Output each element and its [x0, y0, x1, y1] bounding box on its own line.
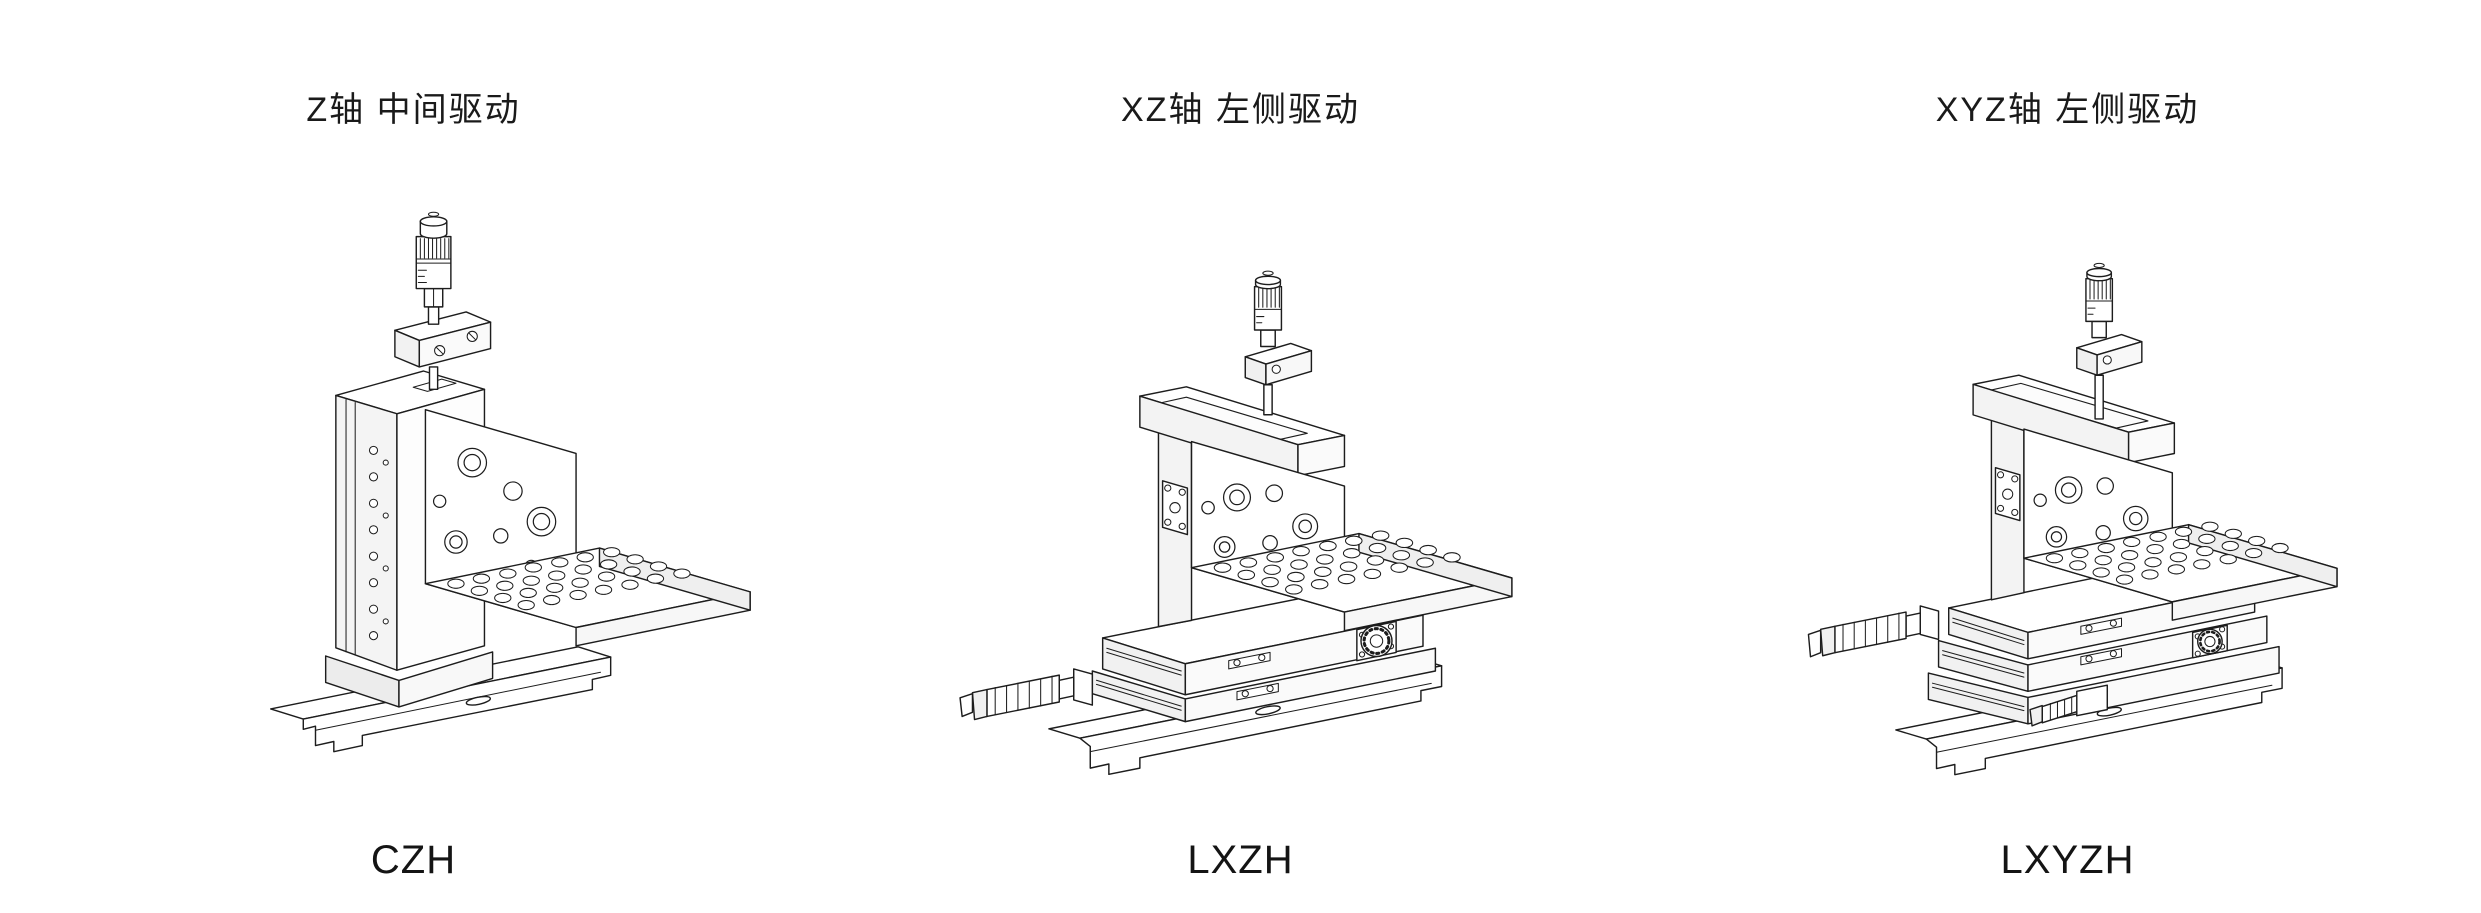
platform-hole-grid	[447, 546, 691, 610]
y-stage-slab	[1938, 614, 2268, 692]
figure-title: XZ轴 左侧驱动	[1121, 91, 1360, 129]
left-micrometer	[959, 667, 1094, 720]
base-rail	[270, 645, 612, 752]
platform-hole-grid	[1213, 529, 1461, 595]
z-rail-carriage	[1991, 417, 2026, 601]
product-figure-lxzh: XZ轴 左侧驱动	[827, 0, 1654, 913]
z-frame	[1139, 385, 1346, 476]
front-knob	[2029, 684, 2109, 727]
platform-hole-grid	[2046, 521, 2290, 585]
carriage-foot	[325, 650, 494, 708]
lxzh-stage-illustration	[959, 270, 1513, 775]
product-figure-czh: Z轴 中间驱动	[0, 0, 827, 913]
z-rail-carriage	[1157, 430, 1193, 627]
z-frame	[1972, 374, 2176, 463]
micrometer-head-top	[394, 211, 492, 390]
drawing-area	[827, 131, 1654, 838]
figure-title: XYZ轴 左侧驱动	[1935, 91, 2200, 129]
side-hole-column	[369, 445, 389, 640]
model-name: LXZH	[1187, 838, 1294, 882]
hole-platform	[424, 546, 751, 647]
drawing-area	[1654, 131, 2481, 838]
x-stage-slab	[1928, 645, 2281, 727]
drive-knob	[1356, 620, 1398, 661]
x-stage-slab	[1091, 647, 1437, 722]
model-name: LXYZH	[2000, 838, 2135, 882]
figure-title: Z轴 中间驱动	[306, 91, 521, 129]
drawing-area	[0, 131, 827, 838]
drive-knob	[2192, 624, 2229, 658]
left-micrometer	[1808, 604, 1940, 657]
lxyzh-stage-illustration	[1808, 262, 2339, 775]
hole-platform	[1190, 529, 1513, 631]
model-name: CZH	[370, 838, 457, 882]
hole-platform	[2023, 521, 2339, 621]
czh-stage-illustration	[270, 211, 751, 752]
micrometer-head-top	[1244, 270, 1313, 415]
product-figure-lxyzh: XYZ轴 左侧驱动	[1654, 0, 2481, 913]
micrometer-head-top	[2076, 262, 2143, 420]
